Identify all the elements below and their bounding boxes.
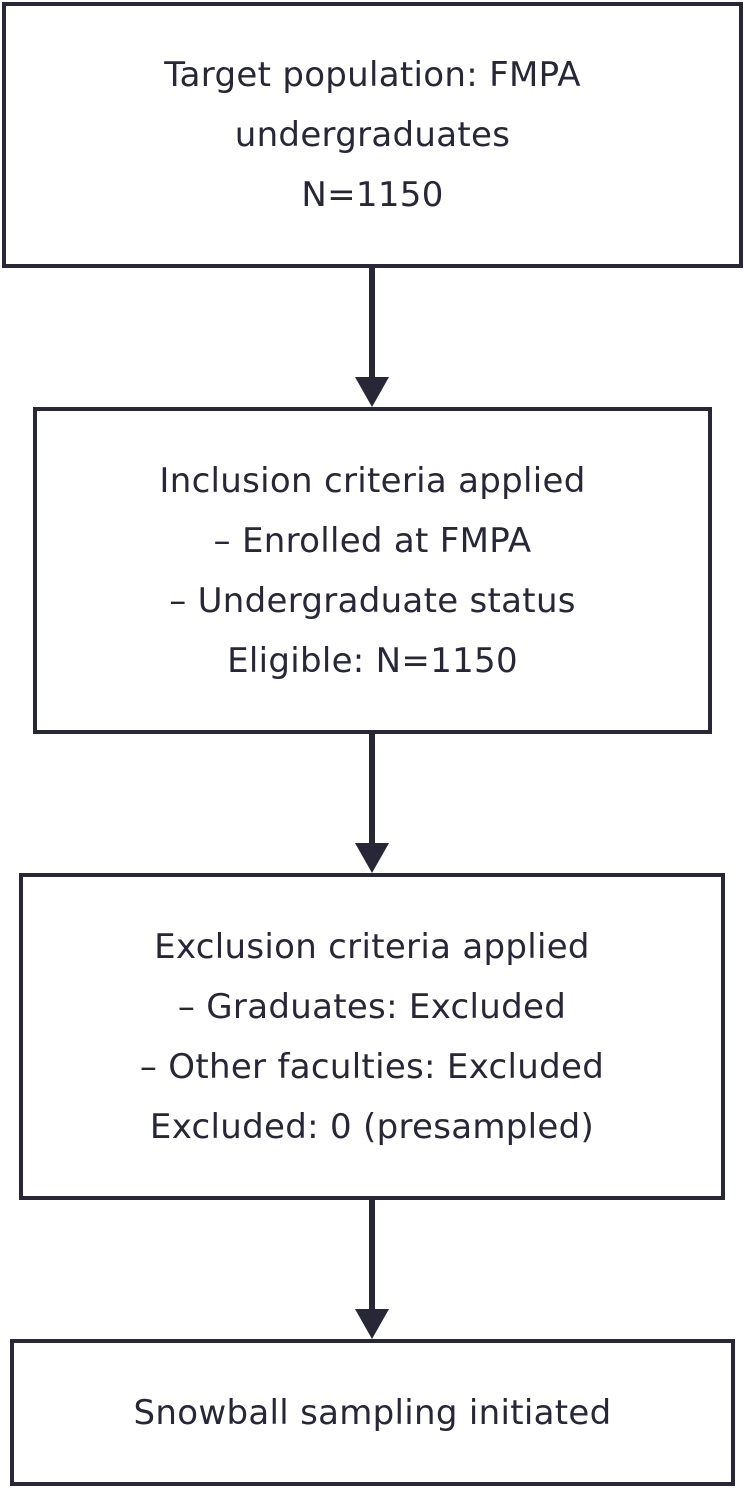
exclusion-criteria-box: Exclusion criteria applied – Graduates: … [19, 873, 725, 1200]
snowball-sampling-box: Snowball sampling initiated [10, 1339, 735, 1486]
target-population-subtitle: undergraduates [234, 115, 511, 155]
inclusion-criteria-title: Inclusion criteria applied [159, 460, 586, 501]
inclusion-criterion-undergraduate: – Undergraduate status [169, 580, 576, 621]
exclusion-criteria-title: Exclusion criteria applied [154, 926, 590, 967]
arrow-exclusion-to-snowball [355, 1200, 389, 1339]
target-population-count: N=1150 [301, 175, 444, 215]
exclusion-criterion-other-faculties: – Other faculties: Excluded [139, 1046, 605, 1087]
exclusion-criterion-graduates: – Graduates: Excluded [177, 986, 567, 1027]
arrow-inclusion-to-exclusion [355, 734, 389, 873]
inclusion-criterion-enrolled: – Enrolled at FMPA [213, 520, 532, 561]
eligible-count: Eligible: N=1150 [227, 640, 518, 681]
arrow-target-to-inclusion [355, 268, 389, 407]
inclusion-criteria-box: Inclusion criteria applied – Enrolled at… [33, 407, 712, 734]
target-population-box: Target population: FMPA undergraduates N… [2, 2, 743, 268]
excluded-count: Excluded: 0 (presampled) [149, 1106, 595, 1147]
target-population-title: Target population: FMPA [164, 55, 581, 95]
snowball-sampling-label: Snowball sampling initiated [133, 1392, 612, 1433]
